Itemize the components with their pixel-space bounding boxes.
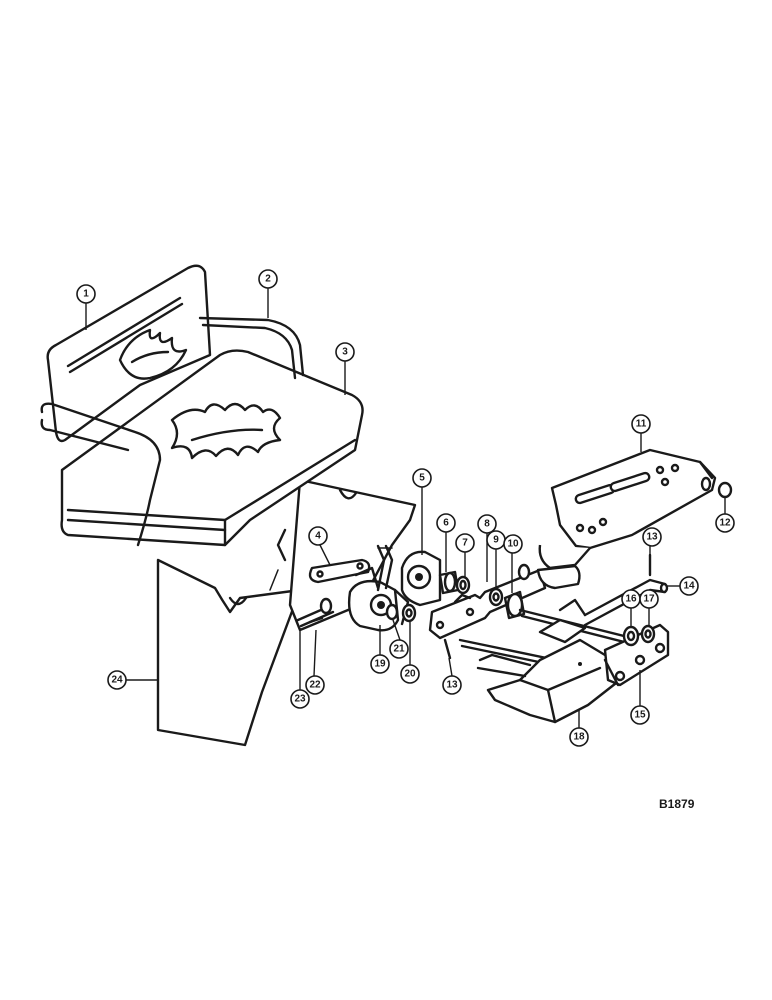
washer-21 <box>385 603 399 621</box>
link-plate <box>308 558 371 584</box>
callout-18: 18 <box>569 727 589 747</box>
svg-text:3: 3 <box>342 347 348 358</box>
svg-text:8: 8 <box>484 519 490 530</box>
callout-5: 5 <box>412 468 432 488</box>
callout-19: 19 <box>370 654 390 674</box>
callout-22: 22 <box>305 675 325 695</box>
seat-cushion <box>60 349 364 547</box>
svg-text:13: 13 <box>446 680 458 691</box>
svg-text:5: 5 <box>419 473 425 484</box>
seat-grab-rail <box>40 316 305 547</box>
svg-text:2: 2 <box>265 274 271 285</box>
svg-text:24: 24 <box>111 675 123 686</box>
callout-20: 20 <box>400 664 420 684</box>
bushing-6 <box>438 570 460 595</box>
svg-text:14: 14 <box>683 581 695 592</box>
upper-mounting-plate <box>536 448 717 590</box>
seat-support-panel <box>156 558 302 747</box>
mounting-bracket <box>428 568 547 640</box>
callout-12: 12 <box>715 513 735 533</box>
cap-12 <box>717 481 733 499</box>
bushing-20 <box>401 603 417 623</box>
callout-14: 14 <box>679 576 699 596</box>
callout-9: 9 <box>486 530 506 550</box>
svg-text:20: 20 <box>404 669 416 680</box>
bushing-16 <box>622 625 640 647</box>
callout-8: 8 <box>477 514 497 534</box>
svg-text:22: 22 <box>309 680 321 691</box>
callout-4: 4 <box>308 526 328 546</box>
roll-pin-lower <box>443 638 452 660</box>
washer-7 <box>455 575 471 595</box>
bearing-housing <box>400 550 442 607</box>
callout-16: 16 <box>621 589 641 609</box>
seat-backrest <box>46 264 212 443</box>
plate-bushing <box>517 563 531 581</box>
svg-text:11: 11 <box>636 419 647 430</box>
svg-text:7: 7 <box>462 538 468 549</box>
callout-2: 2 <box>258 269 278 289</box>
callout-13-upper: 13 <box>642 527 662 547</box>
svg-text:10: 10 <box>507 539 519 550</box>
svg-text:18: 18 <box>573 732 585 743</box>
callout-10: 10 <box>503 534 523 554</box>
svg-text:6: 6 <box>443 518 449 529</box>
callout-6: 6 <box>436 513 456 533</box>
callout-3: 3 <box>335 342 355 362</box>
svg-text:13: 13 <box>646 532 658 543</box>
svg-text:9: 9 <box>493 535 499 546</box>
svg-text:1: 1 <box>83 289 89 300</box>
svg-text:15: 15 <box>634 710 646 721</box>
svg-text:17: 17 <box>643 594 655 605</box>
svg-text:23: 23 <box>294 694 306 705</box>
svg-text:21: 21 <box>393 644 405 655</box>
callout-21: 21 <box>389 639 409 659</box>
svg-text:12: 12 <box>719 518 731 529</box>
callout-17: 17 <box>639 589 659 609</box>
bolt-23 <box>296 597 335 628</box>
spacer-9 <box>488 587 504 607</box>
callout-13-lower: 13 <box>442 675 462 695</box>
callout-24: 24 <box>107 670 127 690</box>
svg-text:16: 16 <box>625 594 637 605</box>
washer-17 <box>640 624 656 644</box>
roller-10 <box>503 590 526 620</box>
adjustment-lever <box>354 544 394 592</box>
callout-15: 15 <box>630 705 650 725</box>
callout-7: 7 <box>455 533 475 553</box>
callout-11: 11 <box>631 414 651 434</box>
svg-text:4: 4 <box>315 531 321 542</box>
svg-text:19: 19 <box>374 659 386 670</box>
figure-id: B1879 <box>659 797 695 811</box>
callout-1: 1 <box>76 284 96 304</box>
callout-23: 23 <box>290 689 310 709</box>
pin-22 <box>308 616 324 624</box>
seat-support-frame <box>276 478 417 632</box>
